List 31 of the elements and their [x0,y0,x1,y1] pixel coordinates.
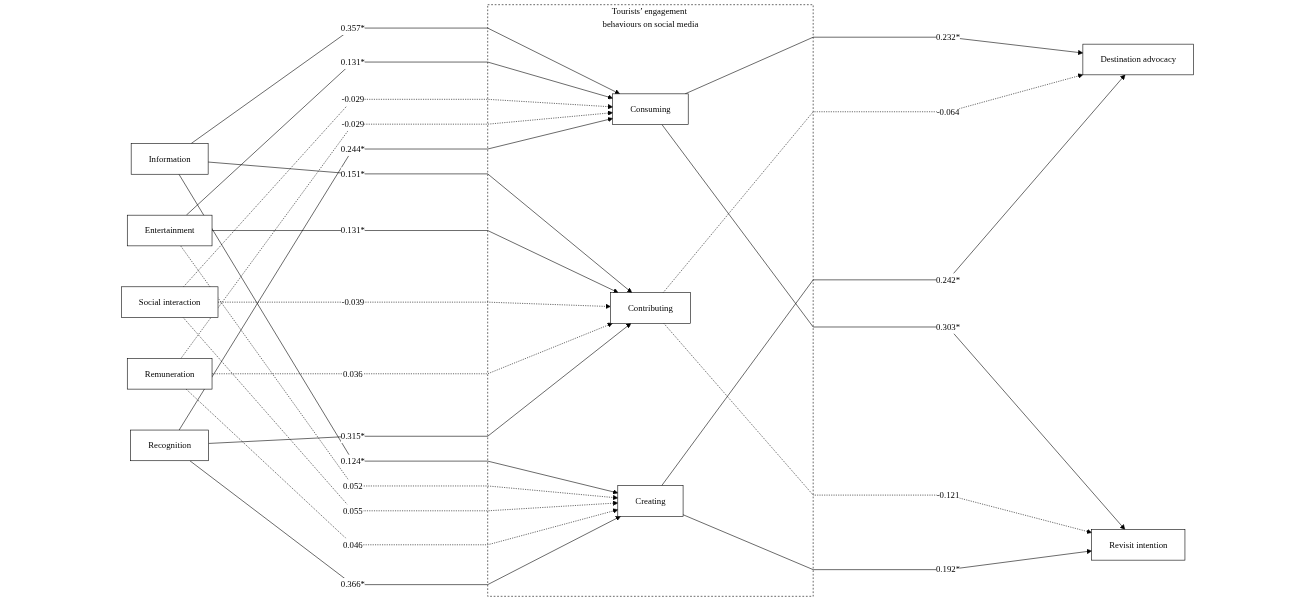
edge-label: 0.192* [935,564,961,575]
edge-label: -0.029 [341,119,365,129]
edge-label: -0.039 [341,297,365,307]
edge-label: 0.232* [935,32,961,42]
edge-label: 0.046 [342,539,363,550]
edge-label: 0.036 [342,368,363,379]
edge-label: 0.131* [340,57,365,67]
node-box: Destination advocacy [1082,43,1194,76]
edge-label: 0.131* [340,225,365,236]
edge-label: -0.064 [936,106,960,117]
node-box: Social interaction [121,286,219,318]
edge-label: 0.242* [935,275,961,285]
edge-label: 0.244* [340,144,365,154]
edge-label: 0.052 [342,481,363,491]
edge-label: 0.151* [340,169,365,179]
node-box: Consuming [612,93,689,125]
edge-label: 0.055 [342,505,363,516]
node-box: Revisit intention [1091,529,1186,561]
node-box: Contributing [610,292,691,324]
edge-label: 0.315* [340,431,365,441]
edge-label: 0.303* [935,322,961,332]
node-box: Remuneration [126,358,213,390]
edge-label: -0.029 [341,94,365,104]
edge-label: -0.121 [936,490,960,500]
node-box: Recognition [130,429,209,462]
node-box: Information [130,143,209,175]
node-box: Entertainment [126,214,213,247]
edge-label: 0.357* [340,23,365,33]
node-box: Creating [617,485,684,517]
edge-label: 0.366* [340,579,365,590]
edge-label: 0.124* [340,456,365,466]
